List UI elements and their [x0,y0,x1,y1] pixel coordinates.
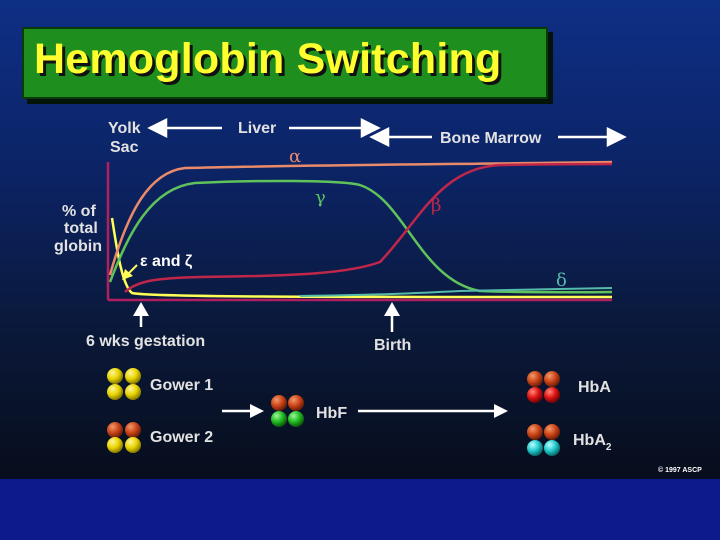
transition-arrow-to-hbf [222,404,264,418]
y-axis-label-line2: total [64,220,98,237]
copyright-notice: © 1997 ASCP [658,466,702,474]
alpha-label: α [289,146,301,167]
yolk-sac-label-line2: Sac [110,139,139,156]
birth-marker-label: Birth [374,337,411,354]
hba2-tetramer [527,424,560,456]
hba2-label-main: HbA [573,432,606,449]
gower2-tetramer [107,422,141,453]
gestation-marker-label: 6 wks gestation [86,333,205,350]
hba-label: HbA [578,379,611,396]
bottom-band [0,479,720,540]
birth-marker-arrow [384,302,400,332]
beta-curve [124,162,613,293]
epsilon-zeta-pointer [122,264,138,280]
globin-switching-diagram: Yolk Sac Liver Bone Marrow % of total gl… [54,117,702,474]
hba2-subscript: 2 [606,442,612,453]
y-axis-label-line3: globin [54,238,102,255]
liver-label: Liver [238,120,276,137]
gamma-curve [108,179,613,294]
y-axis-label-line1: % of [62,203,96,220]
alpha-curve [108,160,613,276]
gamma-label: γ [315,187,326,208]
beta-label: β [431,195,441,216]
delta-curve [299,287,613,297]
hba-tetramer [527,371,560,403]
epsilon-zeta-label: ε and ζ [140,253,193,270]
title-banner: Hemoglobin Switching [22,27,548,99]
epsilon-zeta-curve [110,217,613,299]
bone-marrow-label: Bone Marrow [440,130,542,147]
slide-title: Hemoglobin Switching [34,35,502,83]
gower1-label: Gower 1 [150,377,213,394]
hbf-label: HbF [316,405,347,422]
yolk-sac-label-line1: Yolk [108,120,141,137]
gestation-marker-arrow [133,302,149,327]
stage-arrows [147,117,627,148]
gower1-tetramer [107,368,141,400]
delta-label: δ [556,270,567,291]
hba2-label: HbA2 [573,432,612,453]
transition-arrow-to-adult [358,404,508,418]
slide: Hemoglobin Switching [0,0,720,479]
hbf-tetramer [271,395,304,427]
gower2-label: Gower 2 [150,429,213,446]
